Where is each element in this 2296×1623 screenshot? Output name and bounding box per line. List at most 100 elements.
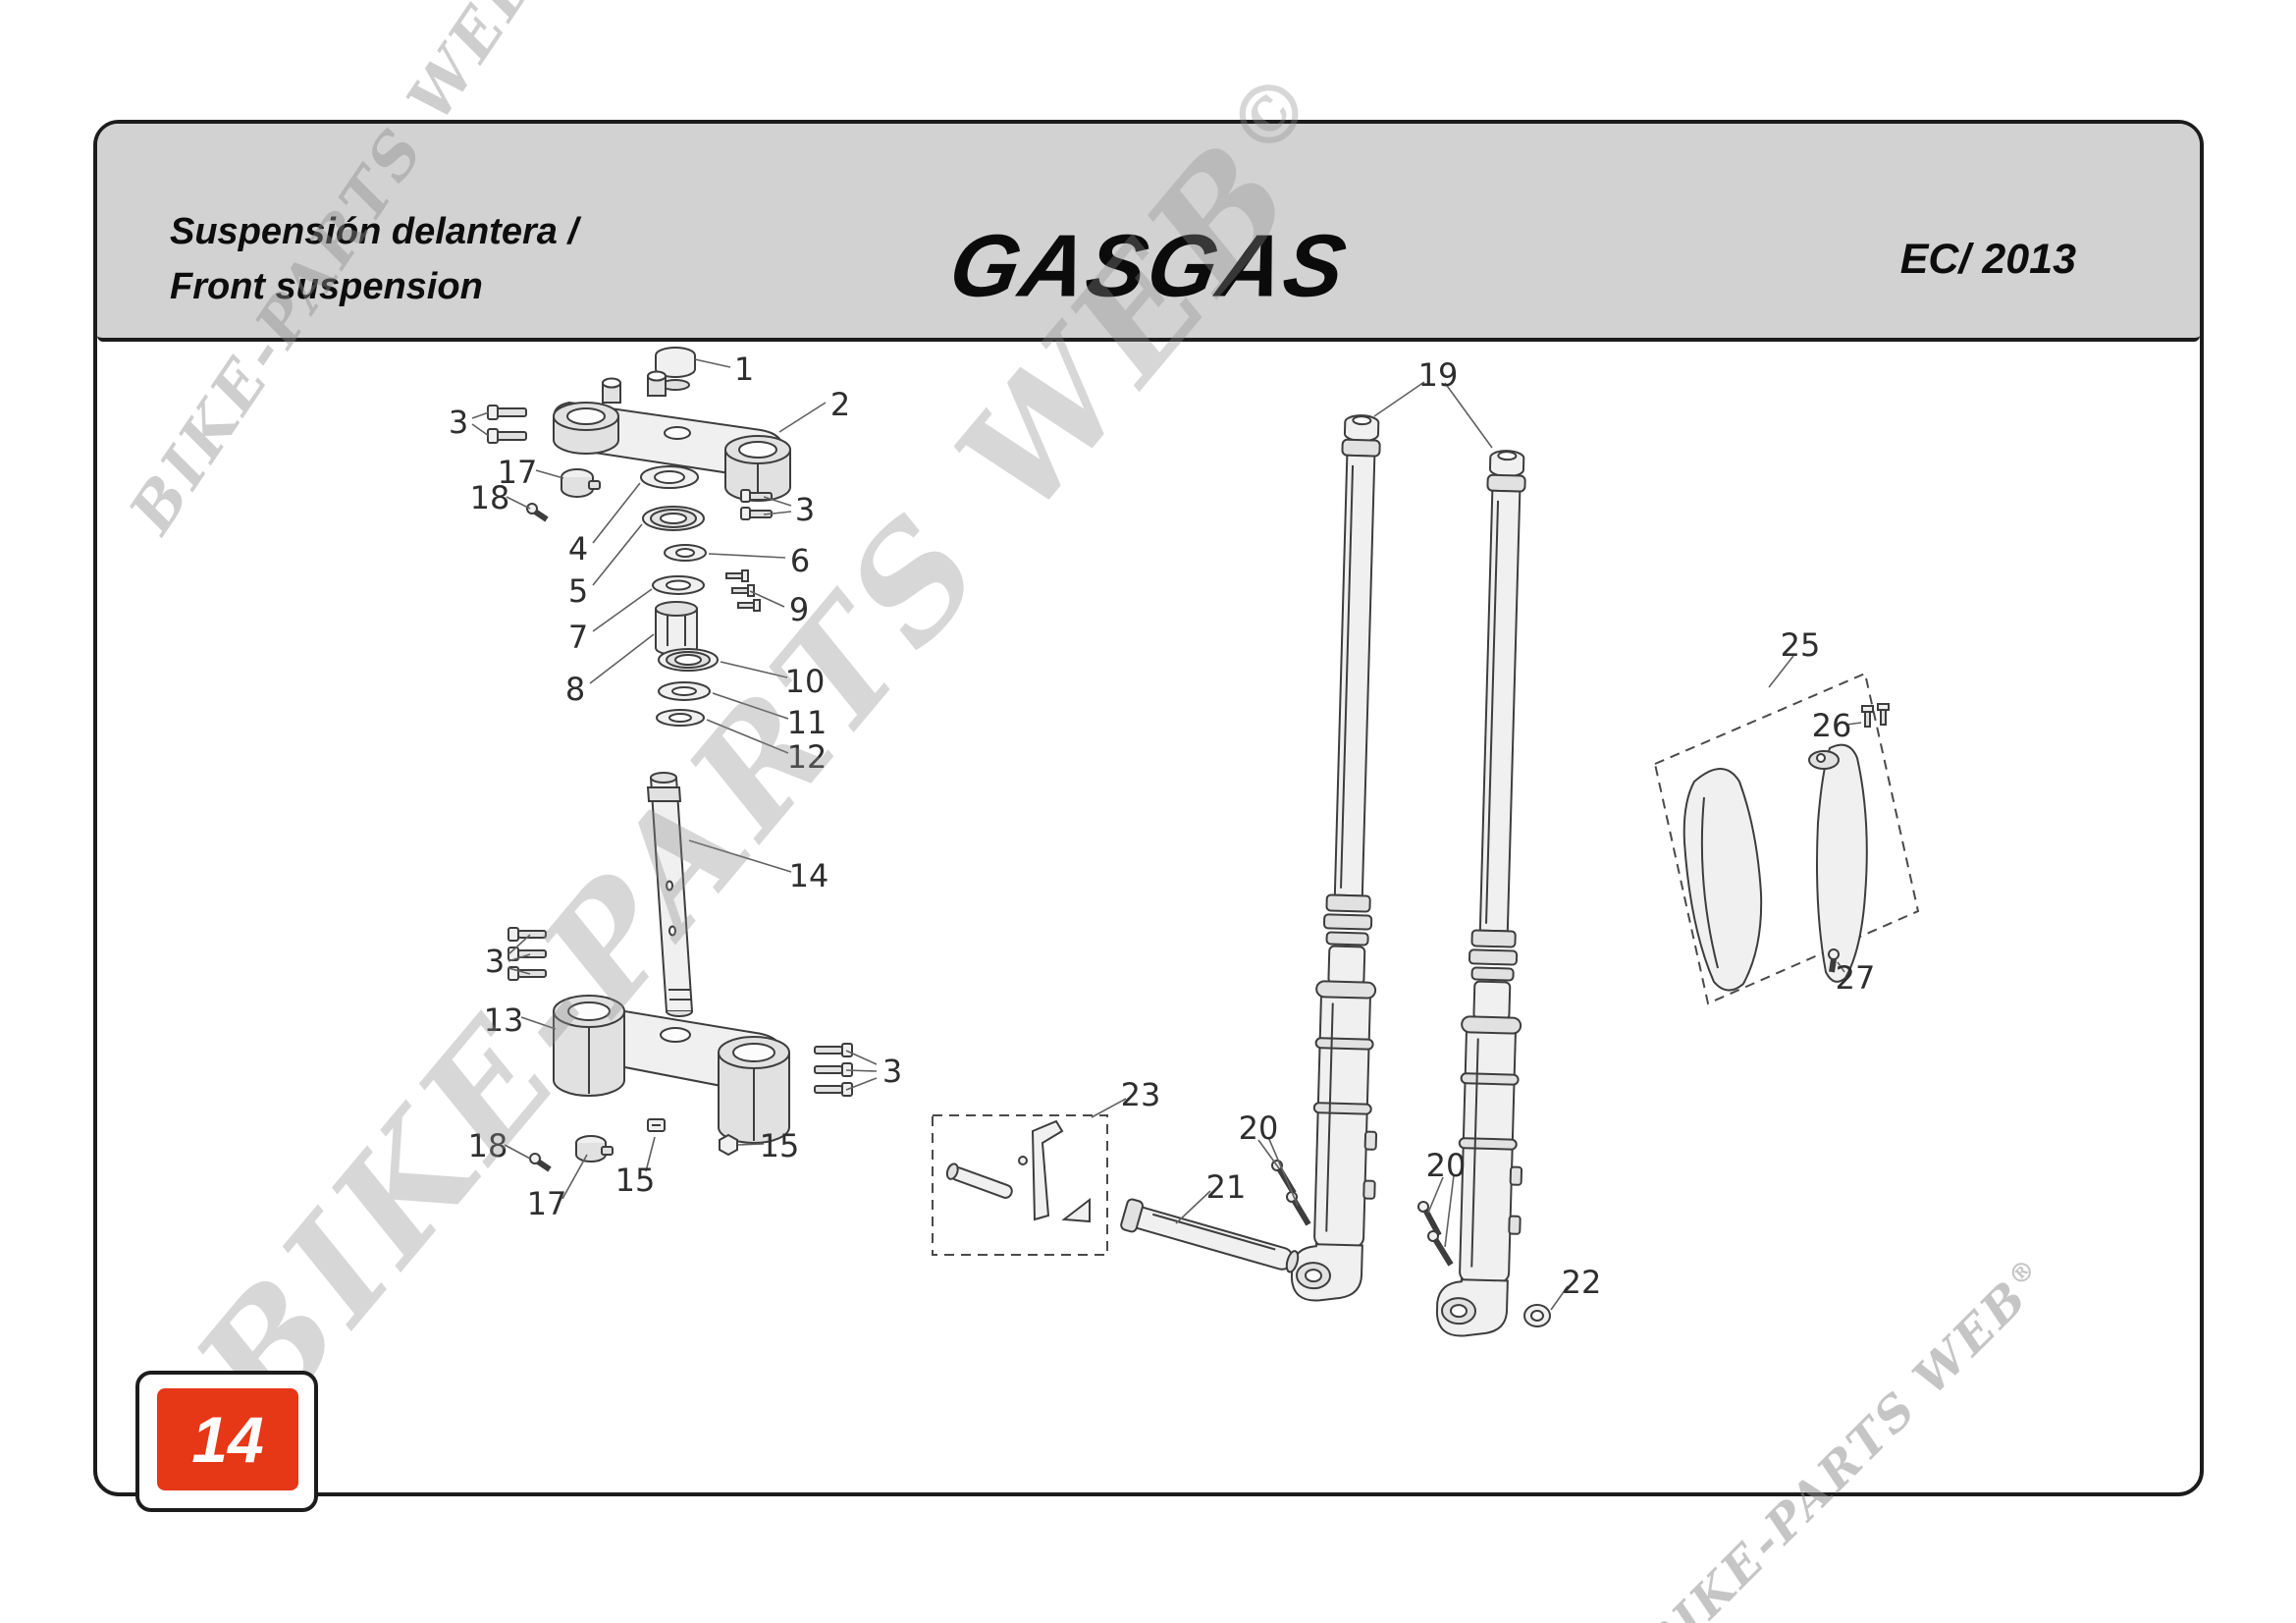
part-bottom-triple-clamp <box>553 995 790 1144</box>
part-clip-15 <box>647 1118 666 1132</box>
leader-line <box>592 523 643 586</box>
leader-line <box>592 588 653 632</box>
part-stem-spacer <box>655 601 698 656</box>
leader-line <box>749 590 785 608</box>
leader-line <box>520 1016 557 1030</box>
callout-12: 12 <box>787 738 828 776</box>
callout-14: 14 <box>789 857 829 894</box>
leader-line <box>1257 1139 1280 1169</box>
callout-3: 3 <box>882 1053 902 1090</box>
part-steering-stem <box>646 772 694 1017</box>
page-title: Suspensión delantera / Front suspension <box>170 204 578 314</box>
part-screws-9 <box>725 569 761 612</box>
callout-10: 10 <box>785 663 826 700</box>
leader-line <box>1768 655 1794 688</box>
leader-line <box>845 1050 878 1065</box>
callout-22: 22 <box>1562 1264 1602 1301</box>
leader-line <box>737 1143 765 1146</box>
callout-25: 25 <box>1781 626 1821 664</box>
header-bar: Suspensión delantera / Front suspension … <box>97 124 2200 342</box>
part-clamp-bolts-lower-right <box>814 1043 853 1097</box>
leader-line <box>688 839 792 873</box>
callout-3: 3 <box>449 404 468 441</box>
callout-19: 19 <box>1418 356 1459 394</box>
callout-7: 7 <box>568 619 588 656</box>
leader-line <box>1175 1190 1211 1224</box>
leader-line <box>1837 961 1845 973</box>
part-axle-pinch-bolts-right <box>1417 1201 1454 1267</box>
leader-line <box>1373 381 1425 417</box>
page-number-box: 14 <box>157 1388 298 1490</box>
leader-line <box>1550 1285 1569 1311</box>
part-axle-pinch-bolts-left <box>1271 1160 1311 1226</box>
callout-17: 17 <box>527 1185 567 1222</box>
leader-line <box>845 1077 878 1091</box>
part-lower-seal <box>656 709 705 727</box>
callout-3: 3 <box>485 943 505 980</box>
callout-4: 4 <box>568 530 588 568</box>
leader-line <box>778 402 827 433</box>
leader-line <box>845 1069 878 1072</box>
leader-line <box>763 511 792 515</box>
leader-line <box>1427 1176 1444 1214</box>
callout-18: 18 <box>468 1127 508 1164</box>
callout-21: 21 <box>1206 1168 1247 1206</box>
callout-17: 17 <box>498 454 538 491</box>
part-washer <box>664 544 707 562</box>
leader-line <box>1444 382 1493 449</box>
leader-line <box>1091 1098 1127 1118</box>
part-lower-bearing <box>658 648 719 672</box>
callout-23: 23 <box>1121 1076 1161 1113</box>
part-clamp-bolts-lower-left <box>507 927 547 981</box>
leader-line <box>720 661 788 678</box>
callout-20: 20 <box>1239 1109 1279 1147</box>
callout-9: 9 <box>789 591 809 628</box>
leader-line <box>706 719 789 754</box>
leader-line <box>507 953 531 962</box>
part-axle-spacer-22 <box>1523 1304 1551 1327</box>
callout-18: 18 <box>470 479 510 516</box>
part-fork-leg-left <box>1290 412 1398 1304</box>
part-steering-stop-upper <box>561 468 601 498</box>
leader-line <box>506 496 531 510</box>
leader-line <box>712 692 789 720</box>
callout-11: 11 <box>787 704 828 741</box>
model-code: EC/ 2013 <box>1899 236 2076 283</box>
part-fork-leg-right <box>1435 448 1543 1339</box>
leader-line <box>708 553 786 559</box>
callout-8: 8 <box>565 671 585 708</box>
callout-26: 26 <box>1812 707 1852 744</box>
callout-3: 3 <box>795 491 815 528</box>
callout-20: 20 <box>1426 1147 1467 1184</box>
part-dust-seal <box>652 575 705 595</box>
part-upper-bearing <box>642 506 705 531</box>
leader-line <box>535 469 564 479</box>
part-lower-washer <box>658 681 711 701</box>
part-stop-bolt-upper <box>526 503 549 522</box>
callout-27: 27 <box>1836 959 1876 997</box>
part-guard-screw-27 <box>1828 948 1840 973</box>
callout-15: 15 <box>760 1127 800 1164</box>
small-parts-box <box>932 1114 1108 1256</box>
leader-line <box>471 411 490 419</box>
leader-line <box>1444 1174 1455 1248</box>
part-top-triple-clamp <box>553 370 791 502</box>
leader-line <box>589 633 655 684</box>
leader-line <box>561 1154 588 1200</box>
page-number: 14 <box>191 1403 264 1476</box>
leader-line <box>507 967 531 975</box>
part-front-axle <box>1120 1198 1300 1273</box>
callout-6: 6 <box>790 542 810 579</box>
callout-1: 1 <box>734 351 754 388</box>
part-nut-15 <box>719 1133 738 1157</box>
title-english: Front suspension <box>170 266 483 307</box>
title-spanish: Suspensión delantera / <box>170 211 578 252</box>
leader-line <box>592 482 641 544</box>
leader-line <box>504 1144 531 1160</box>
leader-line <box>471 423 490 437</box>
leader-line <box>507 934 531 955</box>
leader-line <box>1845 722 1862 726</box>
